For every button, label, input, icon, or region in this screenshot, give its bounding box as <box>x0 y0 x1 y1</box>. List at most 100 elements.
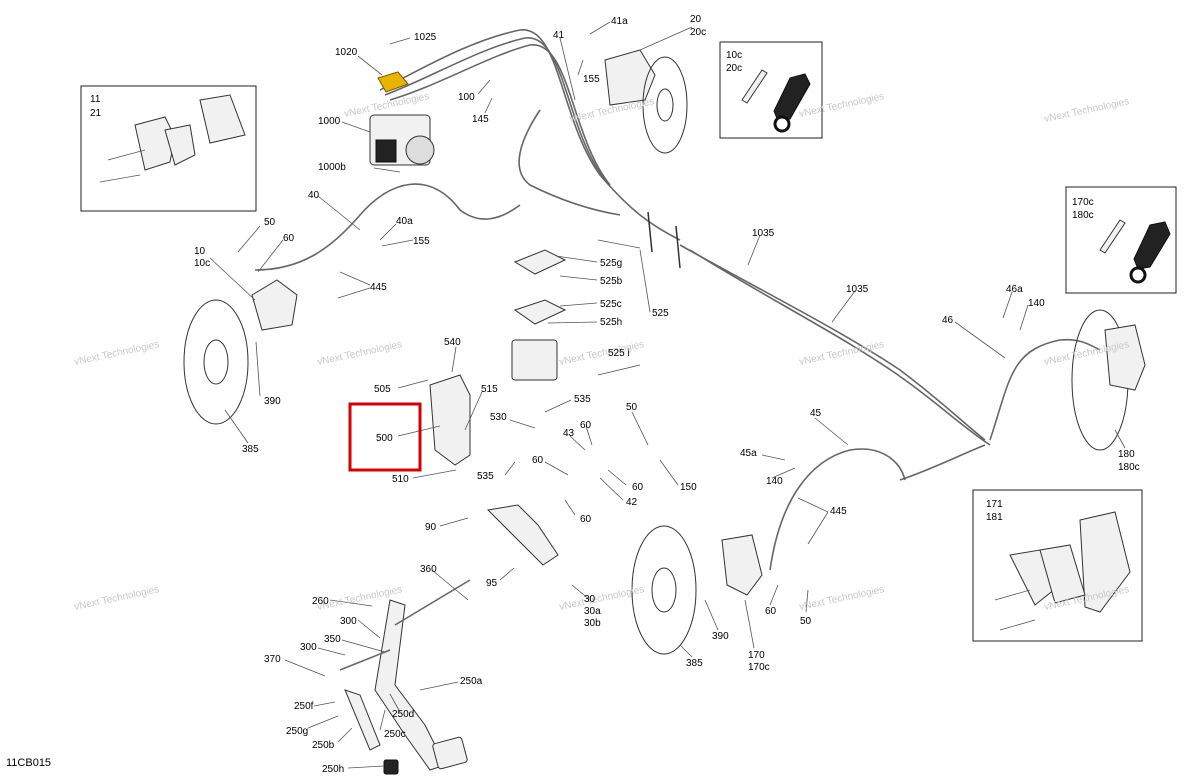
callout-46: 46 <box>942 315 954 326</box>
callout-60-mid-1: 60 <box>580 420 592 431</box>
rear-right-caliper <box>1071 309 1146 451</box>
inset-front-pads-label-2: 21 <box>90 108 102 119</box>
brake-lines <box>254 29 1101 571</box>
callout-250a: 250a <box>460 676 483 687</box>
watermark: vNext Technologies <box>73 339 160 368</box>
callout-60-left: 60 <box>283 233 295 244</box>
inset-rear-bleeder-label-2: 180c <box>1072 210 1094 221</box>
inset-front-pads: 11 21 <box>80 85 257 212</box>
bracket-500 <box>429 374 471 466</box>
callout-535-top: 535 <box>574 394 591 405</box>
callout-250f: 250f <box>294 701 314 712</box>
callout-60-mid-4: 60 <box>580 514 592 525</box>
callout-525i: 525 i <box>608 348 630 359</box>
callout-145: 145 <box>472 114 489 125</box>
callout-30b: 30b <box>584 618 601 629</box>
callout-41a: 41a <box>611 16 628 27</box>
watermark: vNext Technologies <box>798 584 885 613</box>
callout-1035-top: 1035 <box>752 228 775 239</box>
callout-labels: 1020 1025 1000 1000b 41 41a 155 100 145 … <box>194 14 1140 775</box>
callout-350: 350 <box>324 634 341 645</box>
callout-1000: 1000 <box>318 116 341 127</box>
callout-140-mid: 140 <box>766 476 783 487</box>
master-cylinder <box>486 504 559 566</box>
callout-300-left: 300 <box>300 642 317 653</box>
callout-60-mid-3: 60 <box>632 482 644 493</box>
callout-535-bottom: 535 <box>477 471 494 482</box>
inset-front-bleeder-label-1: 10c <box>726 50 742 61</box>
callout-260: 260 <box>312 596 329 607</box>
callout-445-left: 445 <box>370 282 387 293</box>
callout-525g: 525g <box>600 258 622 269</box>
leader-lines <box>209 21 1126 769</box>
rear-left-disc <box>631 525 697 655</box>
front-right-caliper <box>604 49 688 154</box>
watermark: vNext Technologies <box>558 339 645 368</box>
front-left-caliper <box>251 279 298 331</box>
watermark: vNext Technologies <box>1043 96 1130 125</box>
callout-155-left: 155 <box>413 236 430 247</box>
watermark: vNext Technologies <box>73 584 160 613</box>
callout-300-top: 300 <box>340 616 357 627</box>
inset-front-bleeder: 10c 20c <box>719 41 823 139</box>
highlight-box-500 <box>348 402 422 472</box>
master-cylinder-reservoir <box>511 249 567 381</box>
diagram-id: 11CB015 <box>6 757 51 769</box>
inset-rear-bleeder: 170c 180c <box>1065 186 1177 294</box>
callout-515: 515 <box>481 384 498 395</box>
inset-front-bleeder-label-2: 20c <box>726 63 742 74</box>
callout-41: 41 <box>553 30 565 41</box>
watermark: vNext Technologies <box>798 91 885 120</box>
callout-370: 370 <box>264 654 281 665</box>
rear-left-caliper <box>721 534 763 596</box>
callout-90: 90 <box>425 522 437 533</box>
callout-180: 180 <box>1118 449 1135 460</box>
callout-60-rear: 60 <box>765 606 777 617</box>
callout-50-mid: 50 <box>626 402 638 413</box>
callout-45a: 45a <box>740 448 757 459</box>
callout-45: 45 <box>810 408 822 419</box>
callout-1035-mid: 1035 <box>846 284 869 295</box>
callout-42: 42 <box>626 497 638 508</box>
callout-20c: 20c <box>690 27 706 38</box>
callout-43: 43 <box>563 428 575 439</box>
callout-250b: 250b <box>312 740 335 751</box>
callout-30a: 30a <box>584 606 601 617</box>
callout-150: 150 <box>680 482 697 493</box>
callout-445-right: 445 <box>830 506 847 517</box>
callout-360: 360 <box>420 564 437 575</box>
inset-rear-pads: 171 181 <box>972 489 1143 642</box>
callout-50-rear: 50 <box>800 616 812 627</box>
callout-40: 40 <box>308 190 320 201</box>
callout-385-left: 385 <box>242 444 259 455</box>
callout-525h: 525h <box>600 317 622 328</box>
callout-100: 100 <box>458 92 475 103</box>
callout-95: 95 <box>486 578 498 589</box>
callout-1000b: 1000b <box>318 162 346 173</box>
inset-rear-pads-label-1: 171 <box>986 499 1003 510</box>
watermark: vNext Technologies <box>798 339 885 368</box>
callout-20: 20 <box>690 14 702 25</box>
callout-10: 10 <box>194 246 206 257</box>
callout-46a: 46a <box>1006 284 1023 295</box>
callout-10c: 10c <box>194 258 210 269</box>
watermarks: vNext Technologies vNext Technologies vN… <box>73 91 1130 613</box>
callout-1025: 1025 <box>414 32 437 43</box>
callout-250c: 250c <box>384 729 406 740</box>
callout-505: 505 <box>374 384 391 395</box>
callout-40a: 40a <box>396 216 413 227</box>
inset-rear-pads-label-2: 181 <box>986 512 1003 523</box>
callout-525c: 525c <box>600 299 622 310</box>
callout-390-left: 390 <box>264 396 281 407</box>
callout-250g: 250g <box>286 726 308 737</box>
callout-170c: 170c <box>748 662 770 673</box>
callout-540: 540 <box>444 337 461 348</box>
callout-385-right: 385 <box>686 658 703 669</box>
callout-510: 510 <box>392 474 409 485</box>
callout-170: 170 <box>748 650 765 661</box>
inset-front-pads-label-1: 11 <box>90 94 101 105</box>
callout-50-left: 50 <box>264 217 276 228</box>
callout-140-right: 140 <box>1028 298 1045 309</box>
callout-1020: 1020 <box>335 47 358 58</box>
